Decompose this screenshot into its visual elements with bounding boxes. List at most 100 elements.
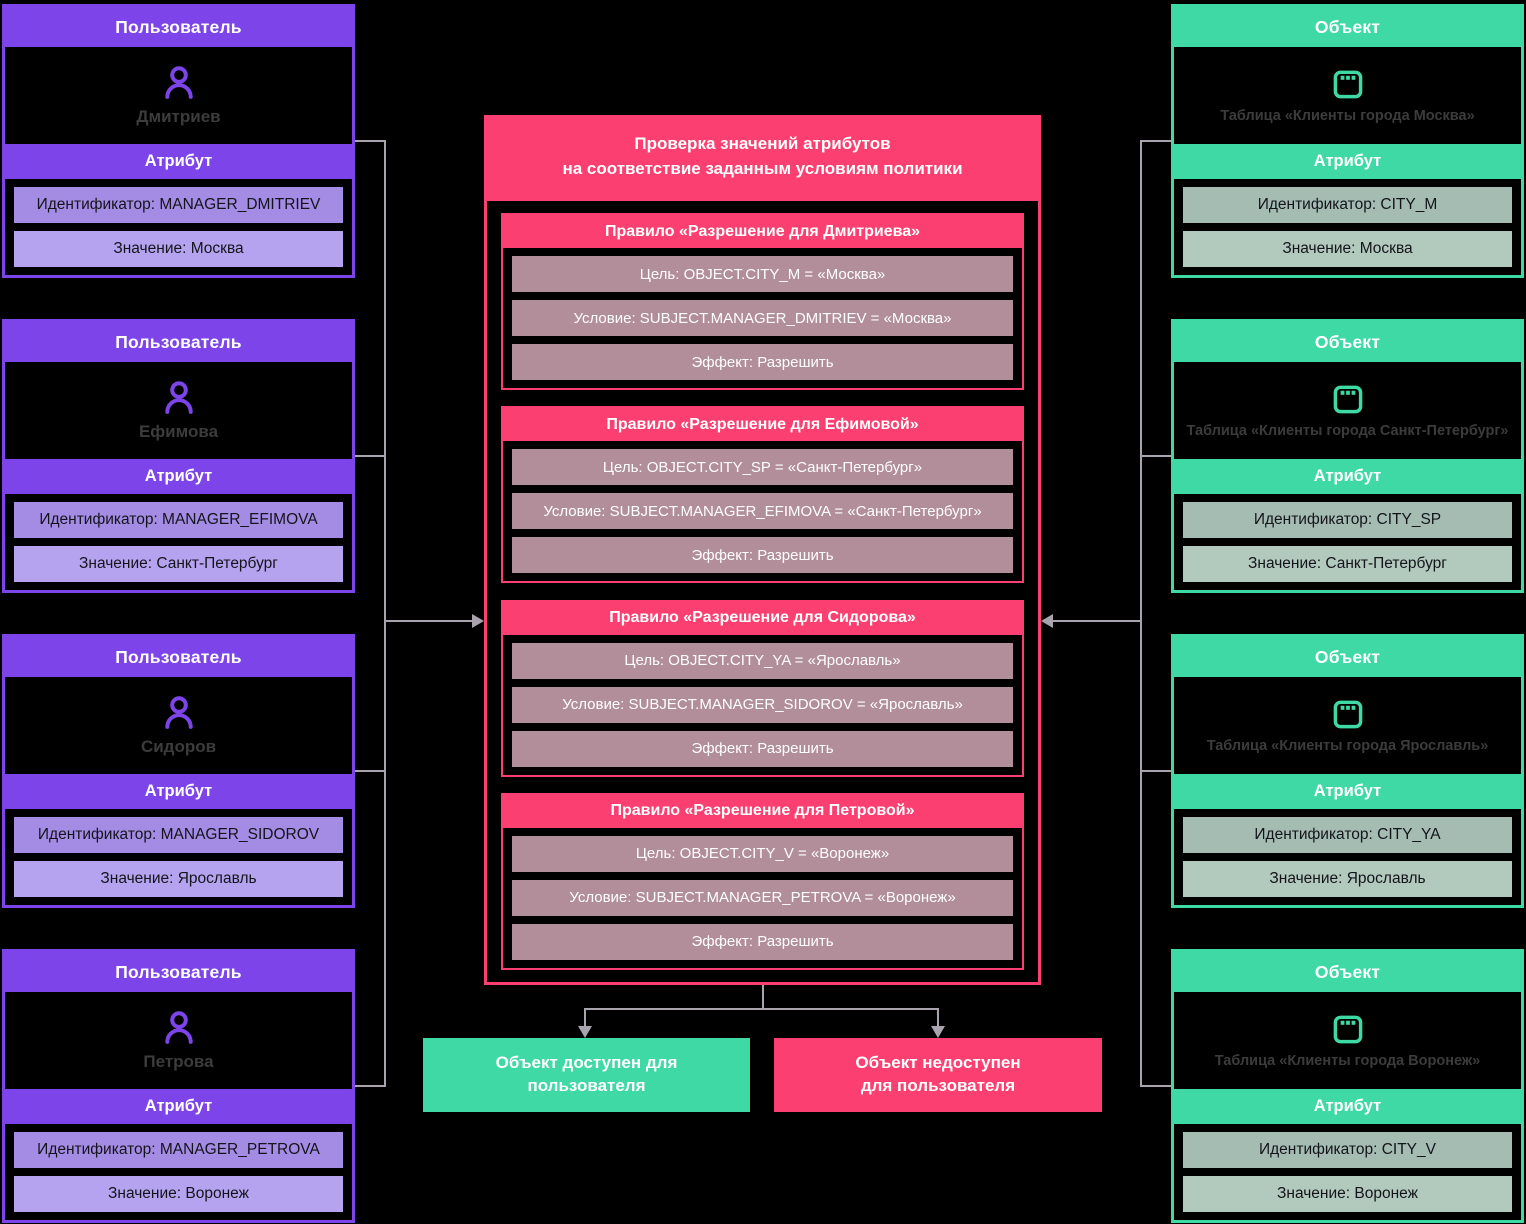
object-name: Таблица «Клиенты города Ярославль»: [1206, 737, 1489, 754]
attribute-identifier: Идентификатор: MANAGER_DMITRIEV: [14, 187, 343, 223]
object-card-voronezh: Объект Таблица «Клиенты города Воронеж» …: [1171, 949, 1524, 1223]
object-card-body: Таблица «Клиенты города Ярославль»: [1174, 677, 1521, 774]
object-card-title: Объект: [1174, 7, 1521, 47]
connector-user1-stub: [355, 140, 384, 142]
attribute-section-title: Атрибут: [1174, 144, 1521, 179]
table-icon: [1333, 385, 1362, 414]
arrow-right-icon: [472, 614, 484, 628]
user-card-title: Пользователь: [5, 7, 352, 47]
user-card-body: Дмитриев: [5, 47, 352, 144]
rule-body: Цель: OBJECT.CITY_YA = «Ярославль» Услов…: [503, 635, 1022, 775]
connector-outcomes-branch: [584, 1008, 939, 1010]
arrow-left-icon: [1041, 614, 1053, 628]
object-card-body: Таблица «Клиенты города Санкт-Петербург»: [1174, 362, 1521, 459]
connector-deny-drop: [937, 1008, 939, 1027]
connector-object1-stub: [1142, 140, 1171, 142]
connector-object4-stub: [1142, 1085, 1171, 1087]
rule-title: Правило «Разрешение для Ефимовой»: [503, 408, 1022, 442]
connector-user2-stub: [355, 455, 384, 457]
object-card-title: Объект: [1174, 637, 1521, 677]
connector-objects-to-policy: [1053, 620, 1140, 622]
rule-effect: Эффект: Разрешить: [512, 537, 1013, 574]
attribute-identifier: Идентификатор: CITY_YA: [1183, 817, 1512, 853]
connector-objects-bus: [1140, 140, 1142, 1087]
rule-effect: Эффект: Разрешить: [512, 730, 1013, 767]
attribute-value: Значение: Ярославль: [14, 861, 343, 897]
rule-effect: Эффект: Разрешить: [512, 344, 1013, 380]
attribute-section-title: Атрибут: [1174, 459, 1521, 494]
user-icon: [164, 381, 193, 415]
rule-body: Цель: OBJECT.CITY_SP = «Санкт-Петербург»…: [503, 441, 1022, 581]
user-name: Петрова: [143, 1052, 214, 1072]
attribute-identifier: Идентификатор: MANAGER_SIDOROV: [14, 817, 343, 853]
user-card-efimova: Пользователь Ефимова Атрибут Идентификат…: [2, 319, 355, 593]
rule-efimova: Правило «Разрешение для Ефимовой» Цель: …: [501, 406, 1024, 584]
attribute-rows: Идентификатор: CITY_SP Значение: Санкт-П…: [1174, 494, 1521, 590]
attribute-value: Значение: Санкт-Петербург: [14, 546, 343, 582]
object-card-body: Таблица «Клиенты города Москва»: [1174, 47, 1521, 144]
rule-body: Цель: OBJECT.CITY_M = «Москва» Условие: …: [503, 248, 1022, 388]
attribute-value: Значение: Санкт-Петербург: [1183, 546, 1512, 582]
object-name: Таблица «Клиенты города Воронеж»: [1214, 1052, 1481, 1069]
attribute-rows: Идентификатор: MANAGER_PETROVA Значение:…: [5, 1124, 352, 1220]
object-name: Таблица «Клиенты города Москва»: [1220, 107, 1475, 124]
rule-sidorov: Правило «Разрешение для Сидорова» Цель: …: [501, 599, 1024, 777]
user-card-title: Пользователь: [5, 322, 352, 362]
user-card-title: Пользователь: [5, 637, 352, 677]
connector-policy-down: [762, 985, 764, 1009]
attribute-rows: Идентификатор: CITY_V Значение: Воронеж: [1174, 1124, 1521, 1220]
connector-users-to-policy: [386, 620, 473, 622]
attribute-rows: Идентификатор: MANAGER_SIDOROV Значение:…: [5, 809, 352, 905]
rule-dmitriev: Правило «Разрешение для Дмитриева» Цель:…: [501, 213, 1024, 390]
user-icon: [164, 696, 193, 730]
table-icon: [1333, 700, 1362, 729]
object-card-moscow: Объект Таблица «Клиенты города Москва» А…: [1171, 4, 1524, 278]
table-icon: [1333, 70, 1362, 99]
rule-condition: Условие: SUBJECT.MANAGER_PETROVA = «Воро…: [512, 879, 1013, 916]
user-card-body: Сидоров: [5, 677, 352, 774]
connector-object3-stub: [1142, 770, 1171, 772]
connector-users-bus: [384, 140, 386, 1087]
user-card-petrova: Пользователь Петрова Атрибут Идентификат…: [2, 949, 355, 1223]
attribute-identifier: Идентификатор: MANAGER_PETROVA: [14, 1132, 343, 1168]
user-card-sidorov: Пользователь Сидоров Атрибут Идентификат…: [2, 634, 355, 908]
attribute-identifier: Идентификатор: CITY_SP: [1183, 502, 1512, 538]
object-name: Таблица «Клиенты города Санкт-Петербург»: [1186, 422, 1509, 439]
attribute-section-title: Атрибут: [1174, 774, 1521, 809]
attribute-rows: Идентификатор: MANAGER_DMITRIEV Значение…: [5, 179, 352, 275]
outcome-allowed: Объект доступен для пользователя: [423, 1038, 750, 1112]
rule-condition: Условие: SUBJECT.MANAGER_EFIMOVA = «Санк…: [512, 493, 1013, 530]
rule-petrova: Правило «Разрешение для Петровой» Цель: …: [501, 792, 1024, 970]
connector-user3-stub: [355, 770, 384, 772]
rule-condition: Условие: SUBJECT.MANAGER_SIDOROV = «Ярос…: [512, 686, 1013, 723]
rule-title: Правило «Разрешение для Дмитриева»: [503, 215, 1022, 248]
user-card-body: Петрова: [5, 992, 352, 1089]
attribute-rows: Идентификатор: CITY_M Значение: Москва: [1174, 179, 1521, 275]
attribute-value: Значение: Воронеж: [1183, 1176, 1512, 1212]
arrow-down-deny-icon: [931, 1026, 945, 1038]
outcome-denied: Объект недоступен для пользователя: [774, 1038, 1102, 1112]
attribute-value: Значение: Воронеж: [14, 1176, 343, 1212]
object-card-title: Объект: [1174, 322, 1521, 362]
rule-body: Цель: OBJECT.CITY_V = «Воронеж» Условие:…: [503, 828, 1022, 968]
user-card-body: Ефимова: [5, 362, 352, 459]
attribute-section-title: Атрибут: [5, 459, 352, 494]
connector-object2-stub: [1142, 455, 1171, 457]
object-card-spb: Объект Таблица «Клиенты города Санкт-Пет…: [1171, 319, 1524, 593]
policy-check-block: Проверка значений атрибутов на соответст…: [484, 115, 1041, 985]
attribute-section-title: Атрибут: [5, 144, 352, 179]
rule-target: Цель: OBJECT.CITY_M = «Москва»: [512, 256, 1013, 292]
user-name: Дмитриев: [136, 107, 221, 127]
rule-title: Правило «Разрешение для Сидорова»: [503, 601, 1022, 635]
user-name: Ефимова: [138, 422, 219, 442]
rule-target: Цель: OBJECT.CITY_YA = «Ярославль»: [512, 642, 1013, 679]
attribute-section-title: Атрибут: [5, 774, 352, 809]
object-card-title: Объект: [1174, 952, 1521, 992]
user-card-title: Пользователь: [5, 952, 352, 992]
user-card-dmitriev: Пользователь Дмитриев Атрибут Идентифика…: [2, 4, 355, 278]
rule-condition: Условие: SUBJECT.MANAGER_DMITRIEV = «Мос…: [512, 300, 1013, 336]
object-card-body: Таблица «Клиенты города Воронеж»: [1174, 992, 1521, 1089]
arrow-down-allow-icon: [578, 1026, 592, 1038]
attribute-value: Значение: Ярославль: [1183, 861, 1512, 897]
